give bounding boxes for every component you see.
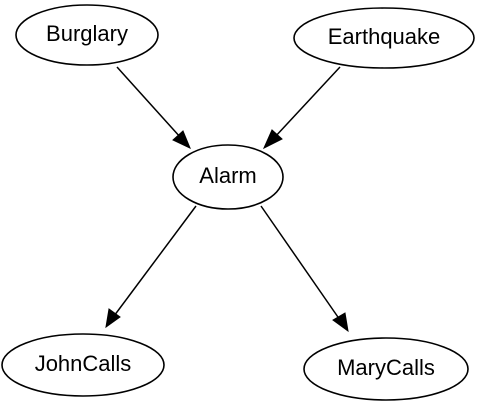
edge-earthquake-alarm (262, 66, 341, 150)
node-label-marycalls: MaryCalls (337, 355, 435, 380)
node-johncalls: JohnCalls (1, 333, 165, 397)
node-ellipse (303, 337, 469, 401)
arrowhead (332, 312, 349, 333)
arrowhead (262, 129, 283, 150)
node-earthquake: Earthquake (293, 7, 475, 69)
node-ellipse (172, 144, 284, 210)
edge-line (113, 205, 197, 317)
node-marycalls: MaryCalls (303, 337, 469, 401)
edge-alarm-marycalls (260, 205, 349, 333)
node-alarm: Alarm (172, 144, 284, 210)
node-label-johncalls: JohnCalls (35, 351, 132, 376)
edge-alarm-johncalls (105, 205, 197, 329)
node-label-earthquake: Earthquake (328, 24, 441, 49)
node-ellipse (293, 7, 475, 69)
edge-burglary-alarm (116, 66, 191, 150)
edge-line (116, 66, 182, 139)
edge-line (273, 66, 341, 139)
node-burglary: Burglary (15, 4, 159, 66)
arrowhead (105, 308, 121, 329)
edge-line (260, 205, 341, 321)
node-ellipse (15, 4, 159, 66)
arrowhead (172, 130, 191, 150)
node-ellipse (1, 333, 165, 397)
node-label-alarm: Alarm (199, 163, 256, 188)
node-label-burglary: Burglary (46, 21, 128, 46)
